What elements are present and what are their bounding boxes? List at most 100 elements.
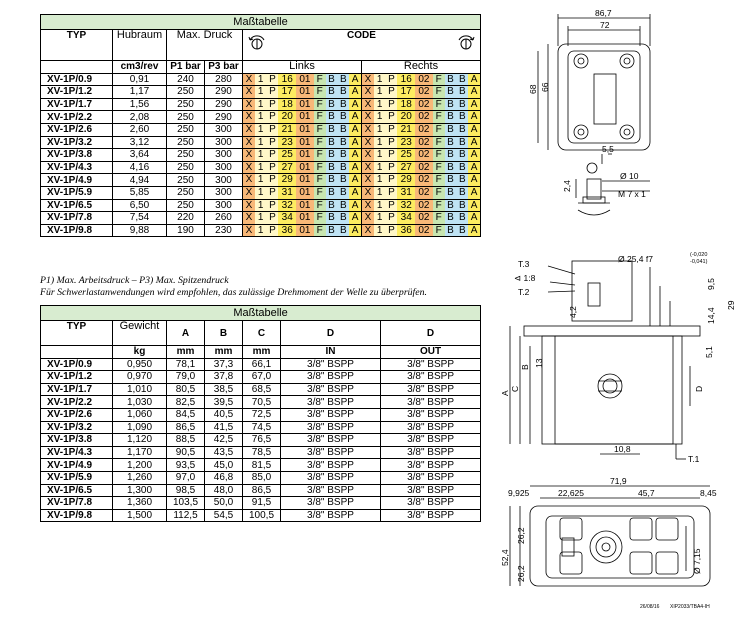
code-segment: X — [243, 162, 255, 173]
cell-a: 98,5 — [166, 483, 205, 498]
dim-26-2b: 26,2 — [516, 565, 526, 582]
code-segment: B — [325, 225, 338, 236]
cell-hub: 0,91 — [112, 72, 167, 87]
code-segment: 25 — [397, 149, 416, 161]
label-t1: T.1 — [688, 454, 700, 464]
cell-din: 3/8" BSPP — [280, 508, 381, 523]
code-segment: P — [385, 187, 398, 199]
cell-din: 3/8" BSPP — [280, 370, 381, 384]
code-segment: B — [337, 149, 350, 161]
code-segment: A — [468, 225, 480, 236]
cell-typ: XV-1P/3.2 — [40, 420, 113, 435]
cell-b: 40,5 — [204, 407, 243, 422]
code-segment: X — [243, 200, 255, 211]
code-segment: 02 — [415, 212, 433, 224]
code-segment: B — [456, 86, 469, 98]
unit-b: mm — [204, 345, 243, 359]
code-segment: P — [385, 86, 398, 98]
dim-d25: Ø 25,4 f7 — [618, 254, 653, 264]
cell-dout: 3/8" BSPP — [379, 458, 482, 472]
code-segment: P — [266, 187, 279, 199]
code-segment: 1 — [373, 149, 386, 161]
code-segment: B — [444, 174, 457, 186]
cell-c: 72,5 — [242, 407, 281, 422]
code-segment: F — [432, 174, 445, 186]
cell-typ: XV-1P/1.2 — [40, 370, 113, 384]
cell-typ: XV-1P/3.8 — [40, 433, 113, 447]
code-segment: 01 — [296, 149, 314, 161]
code-segment: 32 — [278, 200, 297, 211]
cell-kg: 1,120 — [112, 433, 167, 447]
cell-p3: 300 — [204, 122, 243, 137]
cell-kg: 1,030 — [112, 395, 167, 409]
cell-p1: 190 — [166, 223, 205, 238]
code-segment: F — [313, 99, 326, 110]
cell-p3: 300 — [204, 173, 243, 187]
cell-hub: 9,88 — [112, 223, 167, 238]
code-segment: 02 — [415, 74, 433, 85]
cell-p1: 220 — [166, 211, 205, 225]
code-links-header: Links — [242, 60, 362, 74]
dim-d10: Ø 10 — [620, 171, 639, 181]
dim-tol-hi: (-0,020 — [690, 252, 707, 258]
code-segment: B — [444, 149, 457, 161]
code-segment: A — [468, 111, 480, 123]
cell-hub: 1,17 — [112, 85, 167, 99]
code-segment: B — [456, 137, 469, 148]
cell-a: 86,5 — [166, 420, 205, 435]
cell-kg: 0,970 — [112, 370, 167, 384]
code-segment: 02 — [415, 124, 433, 136]
code-segment: B — [325, 137, 338, 148]
code-segment: A — [349, 86, 361, 98]
code-segment: B — [325, 174, 338, 186]
code-segment: F — [313, 124, 326, 136]
code-segment: A — [349, 111, 361, 123]
cell-dout: 3/8" BSPP — [379, 382, 482, 397]
cell-typ: XV-1P/9.8 — [40, 508, 113, 523]
col-d-in: D — [280, 320, 381, 346]
cell-b: 46,8 — [204, 470, 243, 485]
code-segment: B — [444, 74, 457, 85]
code-segment: P — [385, 212, 398, 224]
code-segment: A — [468, 137, 480, 148]
code-segment: B — [444, 111, 457, 123]
code-segment: B — [337, 174, 350, 186]
code-segment: A — [468, 174, 480, 186]
cell-b: 42,5 — [204, 433, 243, 447]
code-segment: B — [337, 99, 350, 110]
code-segment: 36 — [397, 225, 416, 236]
code-segment: X — [243, 174, 255, 186]
cell-dout: 3/8" BSPP — [379, 420, 482, 435]
code-segment: P — [385, 162, 398, 173]
code-segment: 31 — [397, 187, 416, 199]
cell-typ: XV-1P/3.8 — [40, 148, 113, 162]
cell-dout: 3/8" BSPP — [379, 483, 482, 498]
code-segment: X — [362, 111, 374, 123]
cell-din: 3/8" BSPP — [280, 395, 381, 409]
code-segment: A — [468, 187, 480, 199]
code-segment: 27 — [397, 162, 416, 173]
code-segment: 1 — [373, 174, 386, 186]
dim-26-2a: 26,2 — [516, 527, 526, 544]
drawing-date: 26/08/16 — [640, 604, 660, 610]
code-segment: 1 — [373, 111, 386, 123]
code-segment: P — [266, 124, 279, 136]
code-segment: A — [468, 99, 480, 110]
cell-b: 37,8 — [204, 370, 243, 384]
code-segment: B — [325, 74, 338, 85]
cell-typ: XV-1P/2.6 — [40, 122, 113, 137]
cell-din: 3/8" BSPP — [280, 458, 381, 472]
code-segment: B — [444, 212, 457, 224]
dim-72: 72 — [600, 20, 610, 30]
cell-kg: 1,060 — [112, 407, 167, 422]
cell-din: 3/8" BSPP — [280, 483, 381, 498]
cell-typ: XV-1P/0.9 — [40, 72, 113, 87]
code-segment: F — [432, 124, 445, 136]
